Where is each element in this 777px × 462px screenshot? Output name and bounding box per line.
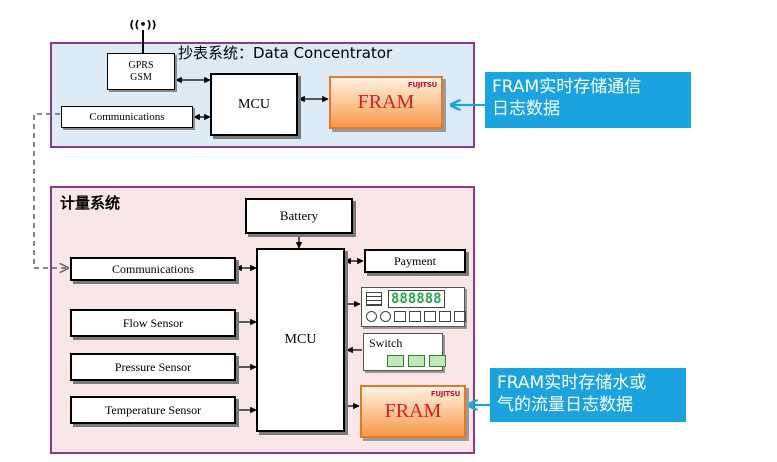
callout-top: FRAM实时存储通信 日志数据 bbox=[485, 72, 691, 128]
switch-label: Switch bbox=[369, 336, 403, 350]
mcu-block-bottom: MCU bbox=[256, 248, 345, 432]
display-side-icon bbox=[366, 292, 382, 306]
lcd-display-panel: 888888 bbox=[361, 287, 466, 327]
battery-block: Battery bbox=[245, 198, 353, 234]
dashed-communications-link bbox=[33, 113, 68, 268]
callout-top-line1: FRAM实时存储通信 bbox=[492, 77, 642, 97]
flow-sensor-block: Flow Sensor bbox=[70, 309, 236, 337]
callout-top-line2: 日志数据 bbox=[492, 99, 560, 119]
round-indicators bbox=[366, 311, 391, 322]
fram-chip-bottom: FUJITSU FRAM bbox=[360, 385, 466, 438]
antenna-icon: ((•)) bbox=[129, 18, 157, 31]
communications-label-bottom: Communications bbox=[112, 261, 194, 276]
switch-keys bbox=[387, 355, 446, 367]
segment-digits: 888888 bbox=[391, 291, 442, 307]
switch-key-3 bbox=[429, 355, 446, 367]
segment-display: 888888 bbox=[388, 290, 445, 308]
temperature-sensor-label: Temperature Sensor bbox=[104, 402, 202, 417]
flow-sensor-label: Flow Sensor bbox=[122, 315, 184, 330]
callout-bottom-line2: 气的流量日志数据 bbox=[497, 395, 633, 415]
switch-key-2 bbox=[408, 355, 425, 367]
fram-chip-top: FUJITSU FRAM bbox=[329, 76, 443, 129]
fujitsu-logo-bottom: FUJITSU bbox=[430, 390, 460, 398]
mcu-block-top: MCU bbox=[210, 73, 298, 136]
switch-block: Switch bbox=[363, 333, 446, 371]
gprs-label: GPRS bbox=[128, 59, 154, 71]
callout-bottom: FRAM实时存储水或 气的流量日志数据 bbox=[490, 368, 686, 422]
temperature-sensor-block: Temperature Sensor bbox=[70, 396, 236, 424]
mcu-label-bottom: MCU bbox=[284, 332, 317, 347]
data-concentrator-title: 抄表系统：Data Concentrator bbox=[178, 44, 393, 62]
payment-label: Payment bbox=[394, 253, 436, 268]
fram-label-top: FRAM bbox=[357, 91, 415, 113]
communications-label-top: Communications bbox=[89, 111, 165, 123]
payment-block: Payment bbox=[364, 249, 466, 273]
gprs-gsm-module: GPRS GSM bbox=[107, 53, 175, 90]
fujitsu-logo-top: FUJITSU bbox=[407, 81, 437, 89]
square-keys bbox=[394, 311, 466, 322]
callout-bottom-line1: FRAM实时存储水或 bbox=[497, 373, 647, 393]
pressure-sensor-block: Pressure Sensor bbox=[70, 353, 236, 381]
communications-block-bottom: Communications bbox=[70, 257, 236, 281]
pressure-sensor-label: Pressure Sensor bbox=[114, 359, 192, 374]
metering-system-title: 计量系统 bbox=[60, 194, 121, 212]
gsm-label: GSM bbox=[130, 71, 152, 83]
battery-label: Battery bbox=[279, 208, 319, 223]
communications-block-top: Communications bbox=[61, 106, 193, 128]
fram-label-bottom: FRAM bbox=[384, 400, 442, 422]
switch-key-1 bbox=[387, 355, 404, 367]
mcu-label-top: MCU bbox=[238, 96, 270, 112]
